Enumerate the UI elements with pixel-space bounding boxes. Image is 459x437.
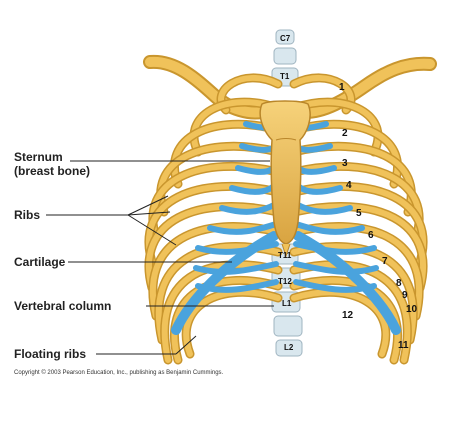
rib-10-right [291, 261, 411, 363]
copyright-text: Copyright © 2003 Pearson Education, Inc.… [14, 369, 224, 376]
cartilage-8-left [195, 241, 279, 255]
rib-6-right [291, 183, 426, 265]
label-cartilage: Cartilage [14, 255, 66, 269]
rib-12-left [183, 289, 281, 357]
rib-12-right [291, 289, 389, 357]
rib-10-left [161, 261, 281, 363]
rib-number-7: 7 [382, 256, 388, 267]
rib-2-right [291, 99, 381, 155]
leader-lines [46, 160, 274, 355]
vertebra-label-c7: C7 [280, 34, 291, 43]
clavicle-right-fill [300, 58, 435, 117]
rib-number-8: 8 [396, 278, 402, 289]
label-ribs: Ribs [14, 208, 40, 222]
cartilage-9-right [293, 261, 379, 275]
vertebra-label-t11: T11 [278, 251, 292, 260]
rib-8-left [149, 223, 281, 319]
rib-number-9: 9 [402, 290, 408, 301]
label-sternum-sub: (breast bone) [14, 164, 90, 178]
rib-number-2: 2 [342, 128, 348, 139]
rib-7-left [146, 203, 281, 291]
costal-margin-right [293, 231, 401, 335]
vertebra-label-l1: L1 [282, 299, 292, 308]
sternum [259, 100, 311, 258]
costal-margin-left [171, 231, 279, 335]
rib-number-11: 11 [398, 340, 409, 351]
cartilage-7-left [207, 221, 279, 235]
vertebra-label-t1: T1 [280, 72, 290, 81]
label-vertebral-column: Vertebral column [14, 299, 111, 313]
vertebra-label-t12: T12 [278, 277, 292, 286]
label-sternum: Sternum [14, 150, 63, 164]
vertebra-label-l2: L2 [284, 343, 294, 352]
cartilage-8-right [293, 241, 377, 255]
cartilage-7-right [293, 221, 365, 235]
rib-number-3: 3 [342, 158, 348, 169]
rib-number-10: 10 [406, 304, 418, 315]
rib-7-right [291, 203, 426, 291]
rib-number-6: 6 [368, 230, 374, 241]
rib-6-left [146, 183, 281, 265]
rib-number-12: 12 [342, 310, 354, 321]
rib-number-5: 5 [356, 208, 362, 219]
rib-2-left [191, 99, 281, 155]
cartilage-9-left [193, 261, 279, 275]
rib-number-4: 4 [346, 180, 352, 191]
rib-8-right [291, 223, 423, 319]
label-floating-ribs: Floating ribs [14, 347, 86, 361]
rib-number-1: 1 [339, 82, 345, 93]
clavicle-left-fill [145, 56, 267, 118]
